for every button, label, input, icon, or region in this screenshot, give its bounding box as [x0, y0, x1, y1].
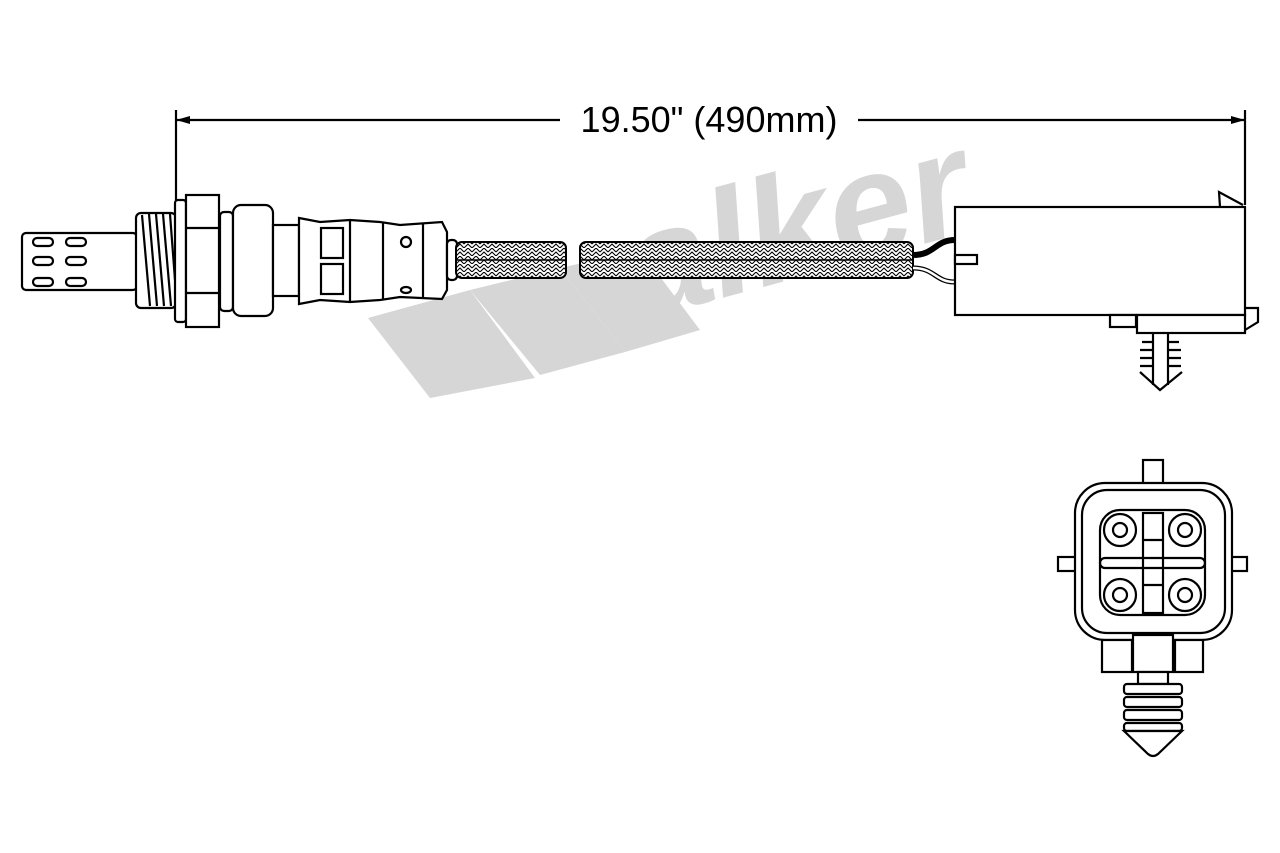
sensor-tip: [20, 231, 139, 292]
push-pin-clip: [1139, 333, 1183, 392]
connector-side: [953, 190, 1260, 392]
sensor-hex-nut: [184, 193, 221, 329]
sensor-boot: [297, 216, 459, 306]
connector-pins: [1102, 512, 1203, 613]
sensor-thread: [134, 211, 178, 310]
end-view-push-pin: [1121, 682, 1185, 758]
length-dimension-label: 19.50" (490mm): [581, 99, 838, 140]
sensor-side-view: [20, 190, 1260, 392]
dimension-line: 19.50" (490mm): [174, 99, 1247, 205]
lead-wires: [912, 237, 956, 285]
braided-cable: [455, 241, 914, 279]
connector-end-view: [1056, 458, 1249, 758]
sensor-gasket: [173, 198, 188, 324]
sensor-body: [231, 203, 275, 318]
